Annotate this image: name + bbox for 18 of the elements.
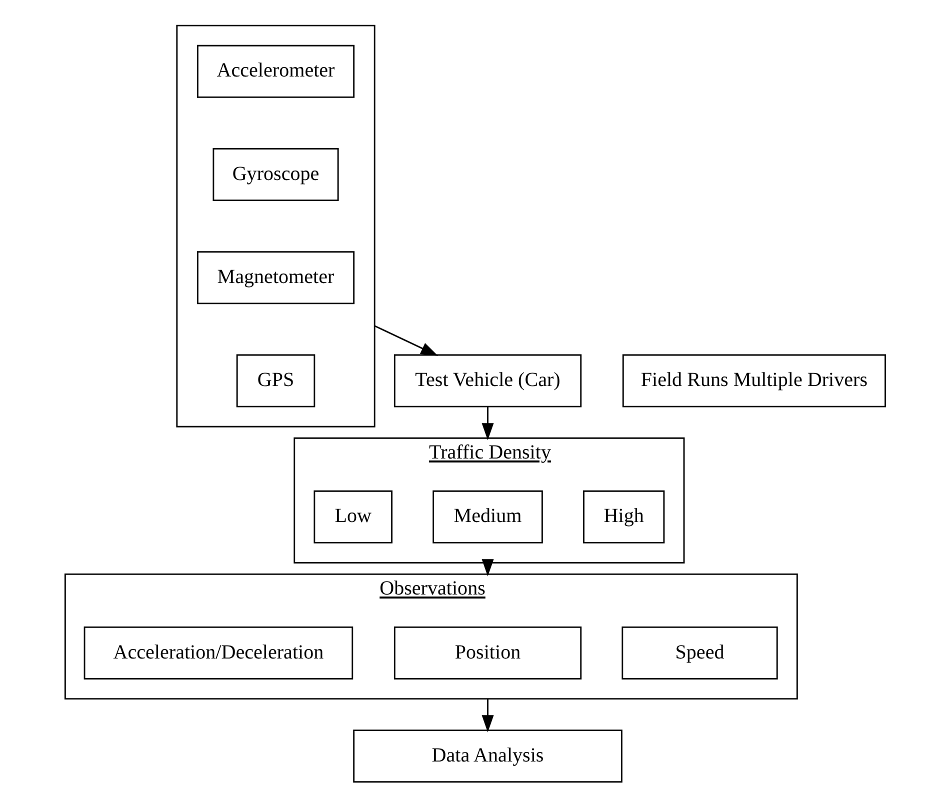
arrow <box>482 559 494 576</box>
cluster <box>176 24 376 428</box>
node-box: GPS <box>236 354 316 408</box>
node-box: Gyroscope <box>212 148 339 202</box>
arrow <box>482 406 494 440</box>
node-box: Low <box>314 490 392 544</box>
arrow <box>374 325 438 356</box>
node-box: Acceleration/Deceleration <box>84 626 354 680</box>
node-box: Data Analysis <box>353 730 622 783</box>
node-box: Accelerometer <box>196 44 355 98</box>
node-box: Speed <box>622 626 778 680</box>
node-box: Magnetometer <box>196 251 355 304</box>
node-box: Position <box>394 626 582 680</box>
node-box: Test Vehicle (Car) <box>394 354 582 408</box>
node-box: Medium <box>432 490 543 544</box>
node-box: High <box>583 490 665 544</box>
arrow <box>482 698 494 732</box>
node-box: Field Runs Multiple Drivers <box>622 354 886 408</box>
